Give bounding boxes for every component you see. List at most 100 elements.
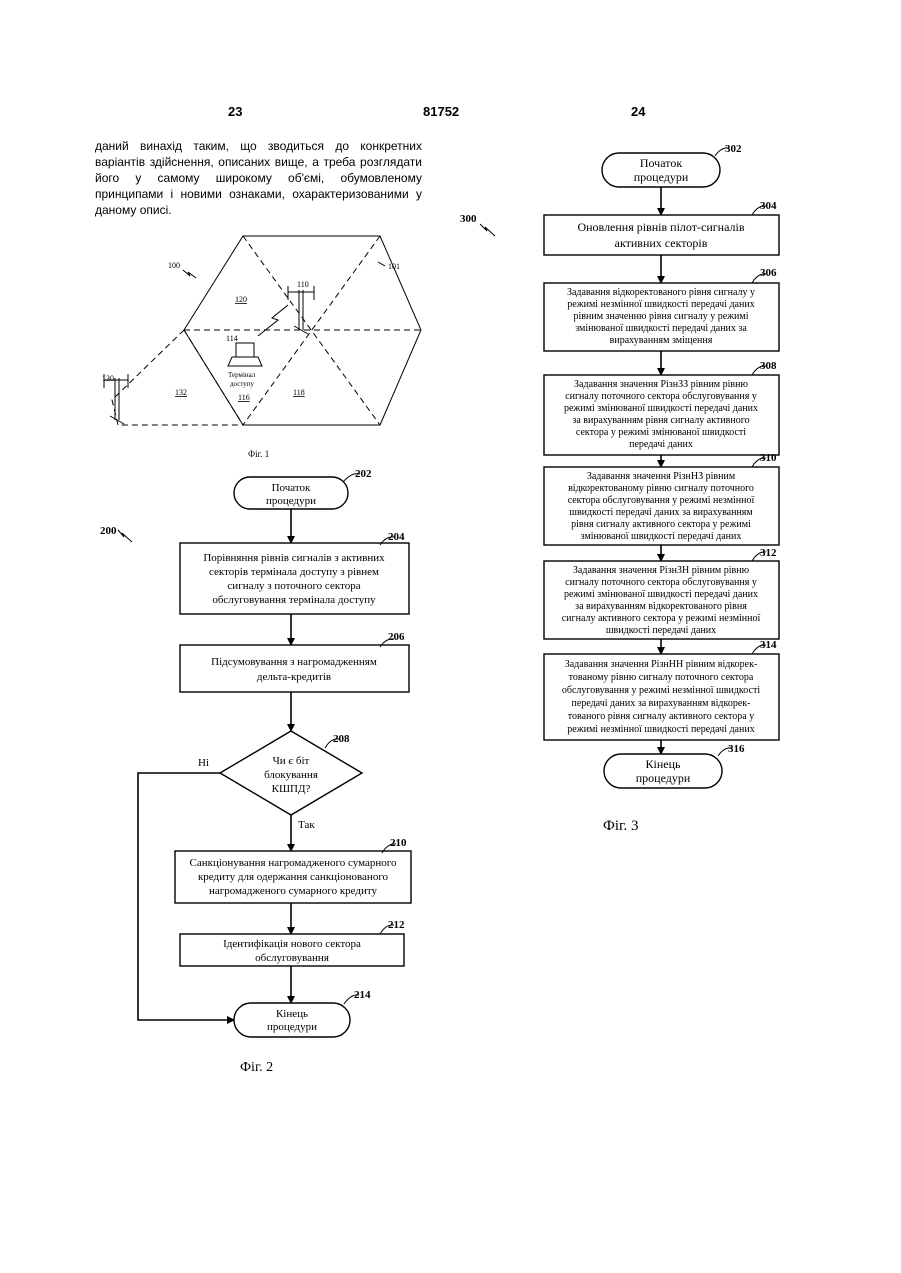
decision-yes-label: Так (298, 819, 315, 831)
step306-line-4: змінюваної швидкості передачі даних за (575, 323, 747, 334)
step204-line-2: секторів термінала доступу з рівнем (209, 566, 379, 578)
step204-line-1: Порівняння рівнів сигналів з активних (203, 552, 385, 564)
ref-208: 208 (333, 733, 350, 745)
step312-line-1: Задавання значення РізнЗН рівним рівню (573, 565, 750, 576)
ref-214: 214 (354, 989, 371, 1001)
sector-118: 118 (293, 388, 305, 397)
ref-206: 206 (388, 631, 405, 643)
sector-132: 132 (175, 388, 187, 397)
ref-100: 100 (168, 261, 180, 270)
fig1-caption: Фіг. 1 (248, 449, 269, 459)
terminal-label-1: Термінал (228, 371, 256, 379)
step310-line-3: сектора обслуговування у режимі незмінно… (568, 495, 755, 506)
step212-line-2: обслуговування (255, 952, 329, 964)
step308-line-5: сектора у режимі змінюваної швидкості (576, 427, 746, 438)
step314-line-1: Задавання значення РізнНН рівним відкоре… (565, 659, 758, 670)
ref-304: 304 (760, 200, 777, 212)
step310-line-2: відкоректованому рівню сигналу поточного (568, 483, 754, 494)
ref-130: 130 (102, 374, 114, 383)
fig3-flowchart: 300 Початок процедури 302 Оновлення рівн… (460, 143, 779, 834)
step308-line-3: режимі змінюваної швидкості передачі дан… (564, 403, 758, 414)
step306-line-5: вирахуванням зміщення (610, 335, 713, 346)
decision-line-3: КШПД? (272, 783, 311, 795)
step204-line-4: обслуговування термінала доступу (212, 594, 376, 606)
step210-line-3: нагромадженого сумарного кредиту (209, 885, 378, 897)
step312-line-2: сигналу поточного сектора обслуговування… (565, 577, 757, 588)
step308-line-1: Задавання значення РізнЗЗ рівним рівню (574, 379, 748, 390)
ref-204: 204 (388, 531, 405, 543)
ref-101: 101 (388, 262, 400, 271)
step314-line-4: передачі даних за вирахуванням відкорек- (571, 698, 750, 709)
fig2-caption: Фіг. 2 (240, 1060, 273, 1075)
fig3-end-line-1: Кінець (646, 757, 682, 771)
base-station-110-icon (288, 286, 314, 334)
ref-310: 310 (760, 452, 777, 464)
step310-line-5: рівня сигналу активного сектора у режимі (571, 519, 751, 530)
step210-line-2: кредиту для одержання санкціонованого (198, 871, 389, 883)
step310-line-4: швидкості передачі даних за вирахуванням (569, 507, 753, 518)
step210-line-1: Санкціонування нагромадженого сумарного (190, 857, 397, 869)
step306-line-1: Задавання відкоректованого рівня сигналу… (567, 287, 755, 298)
step312-line-6: швидкості передачі даних (606, 625, 716, 636)
fig3-ref-arrow (480, 224, 495, 236)
ref-302: 302 (725, 143, 742, 155)
step304-line-2: активних секторів (615, 236, 708, 250)
fig2-end-line-2: процедури (267, 1021, 317, 1033)
ref-312: 312 (760, 547, 777, 559)
ref-314: 314 (760, 639, 777, 651)
decision-line-2: блокування (264, 769, 318, 781)
step314-line-3: обслуговування у режимі незмінної швидко… (562, 685, 760, 696)
fig3-ref: 300 (460, 213, 477, 225)
step310-line-6: змінюваної швидкості передачі даних (581, 531, 742, 542)
fig3-start-line-1: Початок (640, 156, 682, 170)
cell-ref-leader (378, 262, 385, 266)
step204-line-3: сигналу з поточного сектора (227, 580, 360, 592)
fig2-start-line-2: процедури (266, 495, 316, 507)
step206-line-1: Підсумовування з нагромадженням (211, 656, 377, 668)
step306-line-3: рівним значенню рівня сигналу у режимі (573, 311, 748, 322)
ref-316: 316 (728, 743, 745, 755)
fig2-step-206 (180, 645, 409, 692)
ref-212: 212 (388, 919, 405, 931)
ref-308: 308 (760, 360, 777, 372)
ref-114: 114 (226, 334, 238, 343)
fig2-flowchart: 200 Початок процедури 202 Порівняння рів… (100, 468, 411, 1075)
decision-line-1: Чи є біт (273, 755, 310, 767)
step312-line-4: за вирахуванням відкоректованого рівня (575, 601, 747, 612)
step308-line-6: передачі даних (629, 439, 693, 450)
fig3-start-line-2: процедури (634, 170, 689, 184)
radio-link-icon (258, 305, 288, 336)
neighbor-cell-outline (112, 330, 243, 425)
sector-116: 116 (238, 393, 250, 402)
ref-202: 202 (355, 468, 372, 480)
step314-line-6: режимі незмінної швидкості передачі дани… (567, 724, 754, 735)
fig2-start-line-1: Початок (272, 482, 311, 494)
fig3-end-line-2: процедури (636, 771, 691, 785)
fig2-ref-arrow (118, 530, 132, 542)
ref-110: 110 (297, 280, 309, 289)
fig2-end-line-1: Кінець (276, 1008, 308, 1020)
system-ref-arrow (183, 270, 196, 278)
step312-line-5: сигналу активного сектора у режимі незмі… (562, 613, 761, 624)
step308-line-2: сигналу поточного сектора обслуговування… (565, 391, 757, 402)
step212-line-1: Ідентифікація нового сектора (223, 938, 361, 950)
step310-line-1: Задавання значення РізнНЗ рівним (587, 471, 736, 482)
fig3-caption: Фіг. 3 (603, 818, 638, 834)
fig2-ref: 200 (100, 525, 117, 537)
ref-306: 306 (760, 267, 777, 279)
ref-210: 210 (390, 837, 407, 849)
step312-line-3: режимі змінюваної швидкості передачі дан… (564, 589, 758, 600)
step306-line-2: режимі незмінної швидкості передачі дани… (567, 299, 754, 310)
decision-no-label: Ні (198, 757, 209, 769)
step304-line-1: Оновлення рівнів пілот-сигналів (577, 220, 744, 234)
step308-line-4: за вирахуванням рівня сигналу активного (572, 415, 749, 426)
step206-line-2: дельта-кредитів (257, 671, 331, 683)
sector-120: 120 (235, 295, 247, 304)
access-terminal-icon (228, 343, 262, 366)
step314-line-2: тованому рівню сигналу поточного сектора (569, 672, 754, 683)
terminal-label-2: доступу (230, 380, 255, 388)
fig1-network-diagram: 100 101 110 130 114 Термінал доступу 120… (102, 236, 421, 459)
step314-line-5: тованого рівня сигналу активного сектора… (568, 711, 754, 722)
